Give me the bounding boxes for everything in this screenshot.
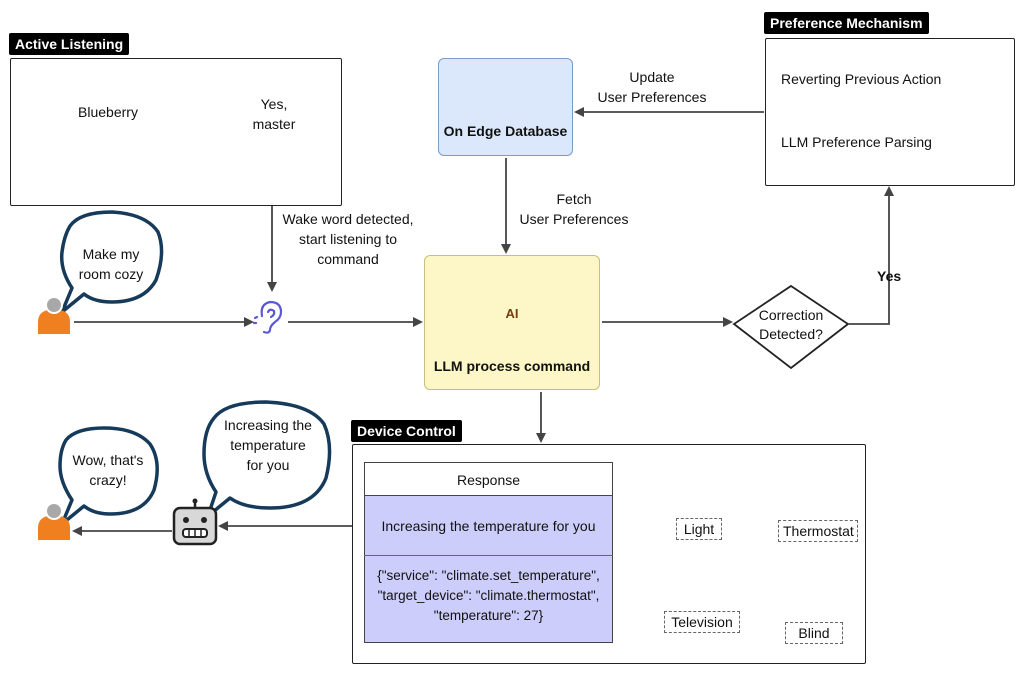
bubble-text-yes: Yes, [260, 96, 288, 112]
preference-mechanism-panel [765, 38, 1015, 186]
device-label-thermostat: Thermostat [778, 520, 858, 542]
active-listening-tag: Active Listening [9, 33, 130, 55]
preference-mechanism-tag: Preference Mechanism [764, 12, 929, 34]
bubble-make-my-room-cozy [59, 210, 164, 314]
database-label: On Edge Database [443, 123, 568, 139]
ear-icon [252, 300, 283, 334]
pref-item-parsing: LLM Preference Parsing [781, 134, 932, 150]
bubble-text-crazy: crazy! [89, 472, 127, 488]
update-label-2: User Preferences [597, 89, 707, 105]
device-label-blind: Blind [785, 622, 843, 644]
bubble-text-room-cozy: room cozy [78, 266, 144, 282]
bubble-text-temperature: temperature [230, 437, 306, 453]
response-json-line-1: {"service": "climate.set_temperature", [377, 568, 600, 583]
fetch-label-2: User Preferences [519, 211, 629, 227]
wake-word-label-1: Wake word detected, [282, 211, 414, 227]
ai-chip-text: AI [505, 306, 519, 321]
response-json-line-3: "temperature": 27} [433, 608, 544, 623]
yes-label: Yes [877, 268, 902, 284]
response-body [364, 496, 613, 643]
active-listening-panel [10, 58, 342, 206]
decision-label-1: Correction [758, 307, 824, 323]
device-control-tag: Device Control [351, 420, 462, 442]
bubble-text-increasing: Increasing the [224, 417, 312, 433]
device-label-light: Light [676, 518, 722, 540]
bubble-text-make-my: Make my [82, 246, 140, 262]
response-text: Increasing the temperature for you [381, 518, 596, 534]
bubble-increasing-temperature [202, 400, 332, 518]
bubble-wow-thats-crazy [58, 426, 159, 526]
on-edge-database-box: On Edge Database [438, 58, 573, 156]
decision-label-2: Detected? [759, 326, 823, 342]
fetch-label-1: Fetch [556, 191, 592, 207]
bubble-text-blueberry: Blueberry [78, 104, 138, 120]
user-icon-3 [38, 502, 70, 540]
bubble-text-for-you: for you [246, 457, 290, 473]
bubble-text-wow: Wow, that's [72, 452, 144, 468]
response-separator [364, 555, 613, 556]
response-json-line-2: "target_device": "climate.thermostat", [377, 588, 600, 603]
pref-item-reverting: Reverting Previous Action [781, 71, 942, 87]
llm-process-box: LLM process command [424, 255, 600, 390]
user-icon-2 [38, 296, 70, 334]
bubble-text-master: master [252, 116, 296, 132]
llm-label: LLM process command [433, 358, 591, 374]
correction-decision-diamond [732, 284, 850, 370]
wake-word-label-2: start listening to [298, 231, 398, 247]
response-header: Response [364, 462, 613, 496]
robot-icon-2 [172, 498, 218, 546]
update-label-1: Update [629, 69, 675, 85]
wake-word-label-3: command [317, 251, 379, 267]
device-label-television: Television [664, 611, 740, 633]
